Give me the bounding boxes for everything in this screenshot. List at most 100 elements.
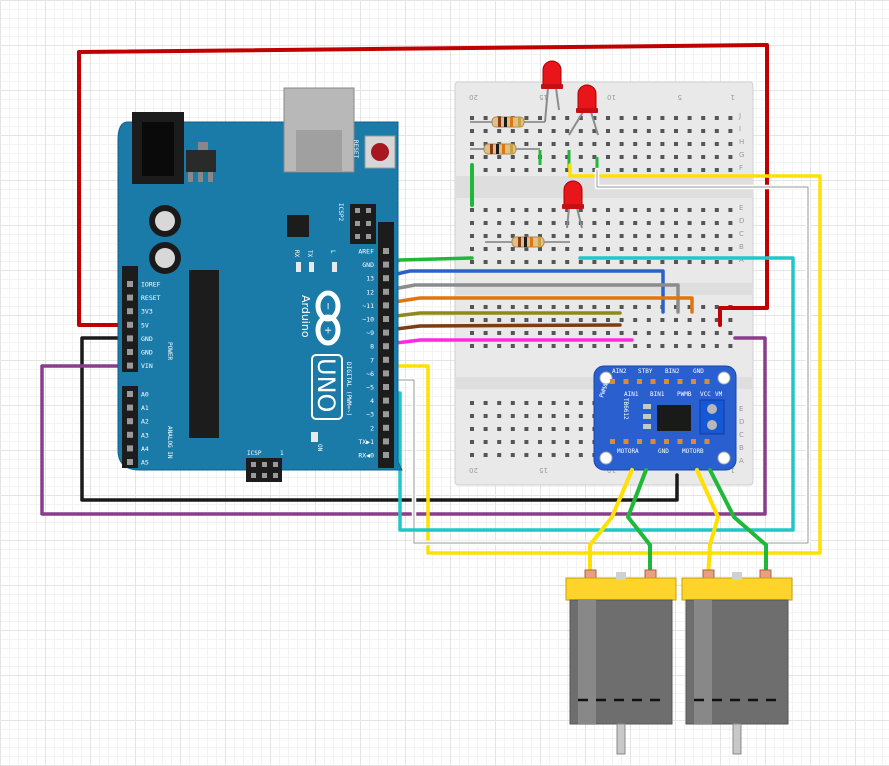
bb-hole bbox=[483, 260, 488, 264]
bb-hole bbox=[660, 221, 665, 225]
bb-hole bbox=[551, 318, 556, 322]
bb-hole bbox=[524, 129, 529, 133]
bb-hole bbox=[714, 344, 719, 348]
bb-hole bbox=[565, 142, 570, 146]
bb-hole bbox=[470, 414, 474, 418]
bb-hole bbox=[674, 116, 678, 120]
resistors bbox=[470, 116, 570, 248]
bb-hole bbox=[497, 247, 502, 251]
bb-hole bbox=[701, 155, 706, 159]
bb-hole bbox=[497, 401, 502, 405]
bb-hole bbox=[660, 129, 665, 133]
header-pin bbox=[383, 261, 389, 268]
driver-pin bbox=[677, 379, 683, 384]
analog-section-label: ANALOG IN bbox=[166, 426, 173, 459]
bb-hole bbox=[714, 155, 719, 159]
bb-hole bbox=[633, 260, 638, 264]
bb-hole bbox=[592, 260, 597, 264]
bb-row-letter: A bbox=[739, 457, 744, 465]
bb-hole bbox=[728, 129, 733, 133]
bb-hole bbox=[619, 234, 624, 238]
bb-hole bbox=[660, 318, 665, 322]
bb-hole bbox=[524, 414, 529, 418]
bb-hole bbox=[633, 208, 638, 212]
header-pin bbox=[383, 302, 389, 309]
bb-hole bbox=[633, 221, 638, 225]
bb-hole bbox=[551, 331, 556, 335]
drv-pin-label: STBY bbox=[638, 368, 653, 375]
resistor bbox=[470, 116, 545, 128]
bb-hole bbox=[633, 305, 638, 309]
drv-pin-label: PWMB bbox=[677, 391, 692, 398]
bb-col-num: 1 bbox=[731, 466, 735, 474]
bb-hole bbox=[578, 331, 583, 335]
header-pin bbox=[127, 418, 133, 425]
reset-button-cap[interactable] bbox=[371, 143, 389, 161]
bb-hole bbox=[524, 142, 529, 146]
bb-hole bbox=[687, 234, 692, 238]
header-pin bbox=[383, 384, 389, 390]
capacitor-top bbox=[155, 211, 175, 231]
bb-hole bbox=[483, 129, 488, 133]
bb-hole bbox=[687, 129, 692, 133]
bb-hole bbox=[660, 142, 665, 146]
bb-hole bbox=[714, 305, 719, 309]
l-led-label: L bbox=[329, 250, 336, 254]
bb-hole bbox=[578, 234, 583, 238]
arduino-brand: Arduino bbox=[299, 295, 312, 338]
bb-hole bbox=[483, 401, 488, 405]
pin-label: A2 bbox=[141, 418, 149, 426]
power-section-label: POWER bbox=[166, 342, 173, 360]
header-pin bbox=[127, 431, 133, 438]
bb-hole bbox=[578, 414, 583, 418]
bb-hole bbox=[497, 155, 502, 159]
bb-hole bbox=[538, 427, 542, 431]
svg-text:−: − bbox=[322, 302, 333, 310]
bb-hole bbox=[470, 208, 474, 212]
bb-hole bbox=[565, 305, 570, 309]
svg-text:+: + bbox=[322, 326, 333, 334]
bb-hole bbox=[633, 155, 638, 159]
bb-hole bbox=[592, 129, 597, 133]
bb-hole bbox=[687, 247, 692, 251]
dc-motor bbox=[565, 569, 677, 755]
bb-hole bbox=[674, 247, 678, 251]
bb-hole bbox=[606, 208, 610, 212]
pin-label: 7 bbox=[370, 356, 374, 364]
bb-hole bbox=[728, 247, 733, 251]
drv-pwma-label: PWMA bbox=[598, 382, 610, 398]
bb-hole bbox=[470, 247, 474, 251]
bb-row-letter: E bbox=[739, 405, 743, 413]
bb-hole bbox=[592, 168, 597, 172]
bb-hole bbox=[646, 221, 651, 225]
bb-row-letter: D bbox=[739, 217, 744, 225]
bb-hole bbox=[538, 247, 542, 251]
bb-hole bbox=[538, 344, 542, 348]
bb-hole bbox=[551, 221, 556, 225]
pin-label: GND bbox=[141, 335, 153, 343]
bb-hole bbox=[524, 221, 529, 225]
bb-row-letter: B bbox=[739, 444, 744, 452]
bb-hole bbox=[687, 208, 692, 212]
driver-pin bbox=[610, 439, 615, 444]
bb-hole bbox=[687, 344, 692, 348]
bb-hole bbox=[619, 168, 624, 172]
pin-label: A0 bbox=[141, 391, 149, 399]
wire-brown-9 bbox=[386, 323, 622, 332]
bb-hole bbox=[578, 305, 583, 309]
bb-hole bbox=[674, 208, 678, 212]
bb-hole bbox=[483, 168, 488, 172]
bb-hole bbox=[483, 331, 488, 335]
bb-hole bbox=[578, 440, 583, 444]
header-pin bbox=[127, 281, 133, 287]
pin-label: A4 bbox=[141, 445, 149, 453]
motor-shaft bbox=[732, 723, 742, 755]
bb-hole bbox=[538, 208, 542, 212]
bb-hole bbox=[592, 318, 597, 322]
bb-hole bbox=[592, 305, 597, 309]
bb-hole bbox=[714, 129, 719, 133]
bb-hole bbox=[687, 168, 692, 172]
bb-hole bbox=[619, 116, 624, 120]
header-pin bbox=[127, 404, 133, 411]
bb-hole bbox=[728, 116, 733, 120]
